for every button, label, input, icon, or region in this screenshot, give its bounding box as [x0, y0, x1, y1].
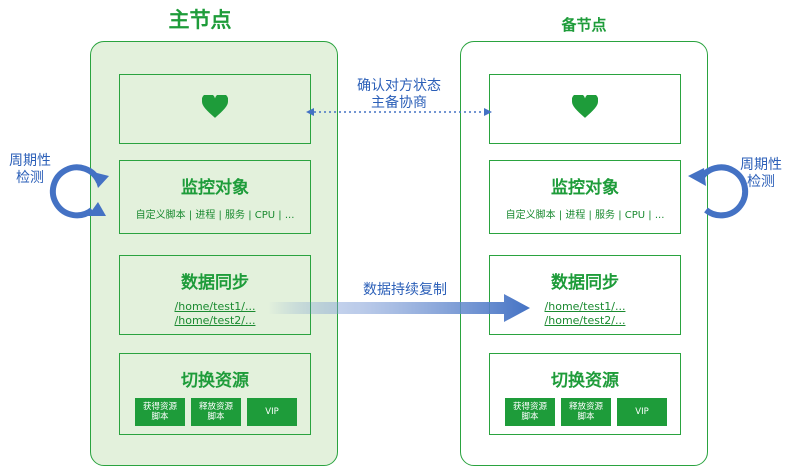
heartbeat-label: 确认对方状态 主备协商 — [339, 78, 459, 112]
sync-title: 数据同步 — [551, 273, 619, 293]
sync-label: 数据持续复制 — [363, 282, 447, 298]
acquire-resource-script-button[interactable]: 获得资源 脚本 — [135, 398, 185, 426]
standby-heartbeat-box — [489, 74, 681, 144]
cycle-label-line: 检测 — [16, 170, 44, 186]
primary-node: 监控对象 自定义脚本 | 进程 | 服务 | CPU | ... 数据同步 /h… — [90, 41, 338, 466]
cycle-label-right: 周期性 检测 — [733, 157, 789, 191]
monitor-items: 自定义脚本 | 进程 | 服务 | CPU | ... — [135, 210, 295, 221]
vip-button[interactable]: VIP — [247, 398, 297, 426]
arrow-right-icon — [268, 294, 530, 322]
switch-title: 切换资源 — [551, 371, 619, 391]
primary-heartbeat-box — [119, 74, 311, 144]
heartbeat-dotted-arrow-icon — [306, 108, 492, 116]
heart-icon — [490, 93, 680, 123]
standby-node: 监控对象 自定义脚本 | 进程 | 服务 | CPU | ... 数据同步 /h… — [460, 41, 708, 466]
sync-path-link[interactable]: /home/test2/... — [174, 314, 256, 327]
cycle-label-left: 周期性 检测 — [2, 153, 58, 187]
standby-switch-box: 切换资源 获得资源 脚本 释放资源 脚本 VIP — [489, 353, 681, 435]
cycle-arrow-icon — [688, 164, 749, 219]
heart-icon — [120, 93, 310, 123]
cycle-arrow-icon — [49, 164, 109, 219]
release-resource-script-button[interactable]: 释放资源 脚本 — [561, 398, 611, 426]
sync-path-link[interactable]: /home/test2/... — [544, 314, 626, 327]
primary-sync-box: 数据同步 /home/test1/... /home/test2/... — [119, 255, 311, 335]
switch-title: 切换资源 — [181, 371, 249, 391]
standby-monitor-box: 监控对象 自定义脚本 | 进程 | 服务 | CPU | ... — [489, 160, 681, 234]
vip-button[interactable]: VIP — [617, 398, 667, 426]
cycle-label-line: 周期性 — [9, 153, 51, 169]
cycle-label-line: 周期性 — [740, 157, 782, 173]
heartbeat-label-line: 主备协商 — [371, 95, 427, 111]
sync-title: 数据同步 — [181, 273, 249, 293]
primary-switch-box: 切换资源 获得资源 脚本 释放资源 脚本 VIP — [119, 353, 311, 435]
heartbeat-label-line: 确认对方状态 — [357, 78, 441, 94]
monitor-title: 监控对象 — [551, 178, 619, 198]
standby-sync-box: 数据同步 /home/test1/... /home/test2/... — [489, 255, 681, 335]
release-resource-script-button[interactable]: 释放资源 脚本 — [191, 398, 241, 426]
primary-monitor-box: 监控对象 自定义脚本 | 进程 | 服务 | CPU | ... — [119, 160, 311, 234]
primary-node-title: 主节点 — [168, 8, 232, 32]
monitor-title: 监控对象 — [181, 178, 249, 198]
standby-node-title: 备节点 — [561, 16, 607, 34]
sync-path-link[interactable]: /home/test1/... — [174, 300, 256, 313]
cycle-label-line: 检测 — [747, 174, 775, 190]
sync-path-link[interactable]: /home/test1/... — [544, 300, 626, 313]
acquire-resource-script-button[interactable]: 获得资源 脚本 — [505, 398, 555, 426]
monitor-items: 自定义脚本 | 进程 | 服务 | CPU | ... — [505, 210, 665, 221]
